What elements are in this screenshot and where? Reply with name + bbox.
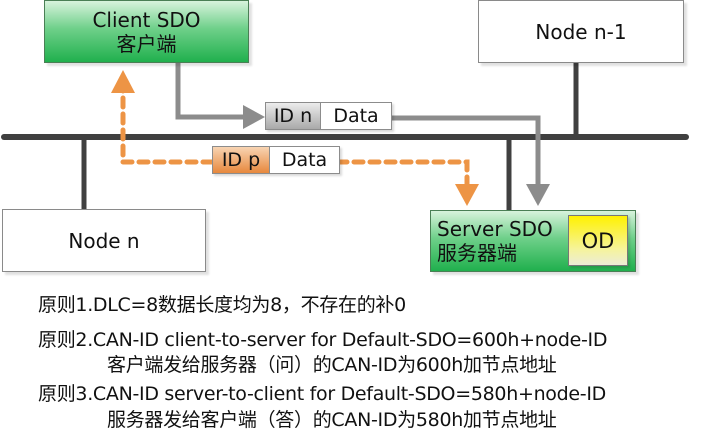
node-n-minus-1-label: Node n-1 (535, 19, 627, 44)
request-path (175, 63, 248, 120)
od-label: OD (581, 228, 615, 253)
response-path (337, 159, 470, 189)
response-packet: ID p Data (212, 146, 340, 174)
rule-3: 原则3.CAN-ID server-to-client for Default-… (38, 383, 606, 405)
request-packet-id: ID n (266, 103, 321, 129)
request-packet-data: Data (321, 103, 391, 129)
rule-2-detail: 客户端发给服务器（问）的CAN-ID为600h加节点地址 (107, 354, 557, 376)
response-arrowhead-up (111, 70, 135, 93)
response-path-2 (120, 87, 215, 165)
rule-2: 原则2.CAN-ID client-to-server for Default-… (38, 329, 608, 351)
rule-1: 原则1.DLC=8数据长度均为8，不存在的补0 (38, 294, 406, 316)
response-packet-id: ID p (213, 147, 270, 173)
request-arrowhead-down (526, 184, 550, 206)
rule-3-detail: 服务器发给客户端（答）的CAN-ID为580h加节点地址 (107, 409, 557, 431)
node-n-label: Node n (68, 228, 140, 253)
response-packet-data: Data (270, 147, 339, 173)
request-arrowhead-right (243, 105, 265, 129)
object-dictionary-box: OD (568, 215, 628, 266)
node-n: Node n (2, 209, 206, 272)
client-sdo-node: Client SDO 客户端 (44, 0, 249, 63)
request-packet: ID n Data (265, 102, 392, 130)
client-sdo-title: Client SDO (92, 7, 201, 32)
client-sdo-subtitle: 客户端 (116, 31, 177, 56)
server-sdo-title: Server SDO (437, 217, 553, 241)
server-sdo-subtitle: 服务器端 (437, 241, 517, 265)
request-path-2 (392, 115, 541, 186)
response-arrowhead-down (455, 184, 479, 206)
node-n-minus-1: Node n-1 (478, 0, 684, 63)
